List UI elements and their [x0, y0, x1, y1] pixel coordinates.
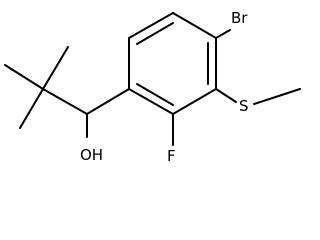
bond-s-methyl — [253, 88, 301, 105]
bond-cq-methyl-3 — [19, 88, 44, 129]
bond-c5-c6 — [128, 88, 174, 115]
atom-label-s: S — [239, 97, 249, 115]
atom-label-f: F — [167, 147, 176, 165]
bond-c4-s — [215, 88, 237, 103]
bond-c6-choh — [86, 88, 130, 115]
bond-c2-c3 — [172, 12, 217, 39]
atom-label-oh: OH — [80, 146, 103, 164]
double-bond-c5-c6 — [136, 83, 174, 106]
bond-c3-br — [215, 29, 231, 39]
bond-cq-methyl-2 — [4, 64, 44, 90]
molecule-structure-diagram: Br S F OH — [4, 9, 301, 165]
bond-c4-c5 — [172, 88, 217, 115]
bond-cq-methyl-1 — [42, 46, 69, 90]
atom-labels: Br S F OH — [80, 9, 249, 165]
bonds — [4, 12, 301, 146]
atom-label-br: Br — [231, 9, 248, 27]
bond-c1-c2 — [128, 12, 174, 39]
double-bond-c1-c2 — [136, 22, 174, 45]
bond-choh-cq — [42, 88, 88, 115]
